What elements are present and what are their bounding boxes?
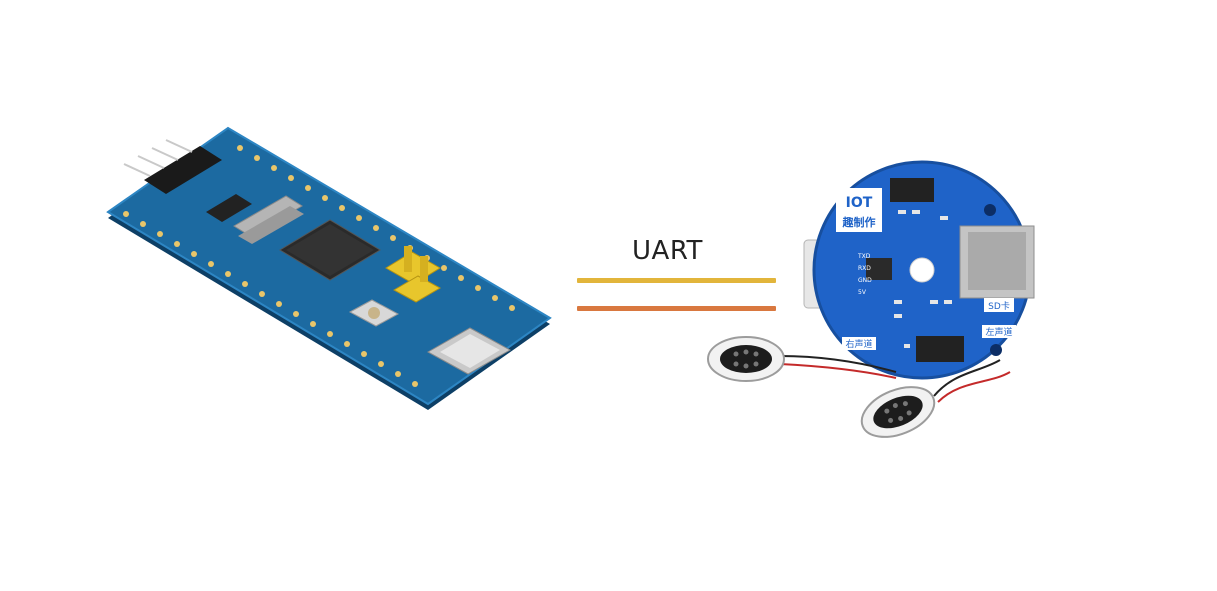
speaker-left <box>707 336 785 382</box>
mcu-usb-port-face <box>440 334 500 368</box>
module-sd-card <box>968 232 1026 290</box>
module-logo-line1: IOT <box>846 195 873 211</box>
speaker-wire-red-2 <box>937 371 1011 403</box>
module-pin-txd: TXD <box>857 253 871 260</box>
mcu-header-pins <box>123 139 193 177</box>
mcu-boot-jumpers <box>385 246 442 303</box>
mcu-regulator <box>206 194 252 222</box>
speaker-right <box>860 386 936 438</box>
module-passives <box>894 210 952 348</box>
speaker-wire-black-1 <box>779 355 897 373</box>
module-chip-top <box>890 178 934 202</box>
module-left-channel-bg <box>982 325 1016 338</box>
module-pin-rxd: RXD <box>858 265 871 272</box>
speaker-wire-red-1 <box>779 363 897 379</box>
module-pin-gnd: GND <box>858 277 872 284</box>
module-hole-1 <box>984 204 996 216</box>
speaker-wire-black-2 <box>933 359 1001 397</box>
audio-module: IOT 趣制作 SD卡 右声道 左声道 TXD RXD GND 5V <box>779 160 1035 403</box>
module-pin-5v: 5V <box>858 289 867 296</box>
module-right-channel-bg <box>842 337 876 350</box>
mcu-board <box>106 126 552 410</box>
module-center-hole <box>909 257 935 283</box>
module-sd-label-bg <box>984 298 1014 312</box>
module-amplifier-chip <box>916 336 964 362</box>
mcu-header-bottom <box>123 211 418 387</box>
uart-wire-rx <box>577 306 776 311</box>
mcu-crystal-base <box>238 206 304 244</box>
module-logo <box>836 188 882 232</box>
module-hole-2 <box>990 344 1002 356</box>
mcu-reset-cap <box>368 307 380 319</box>
module-sd-label: SD卡 <box>988 300 1010 312</box>
mcu-header-top <box>237 145 515 311</box>
module-logo-line2: 趣制作 <box>842 215 876 229</box>
mcu-chip-top <box>286 224 374 276</box>
uart-wire-tx <box>577 278 776 283</box>
uart-label: UART <box>632 236 703 266</box>
module-left-channel-label: 左声道 <box>985 326 1012 338</box>
module-regulator <box>866 258 892 280</box>
module-right-channel-label: 右声道 <box>845 338 872 350</box>
mcu-pin-header <box>144 146 222 194</box>
